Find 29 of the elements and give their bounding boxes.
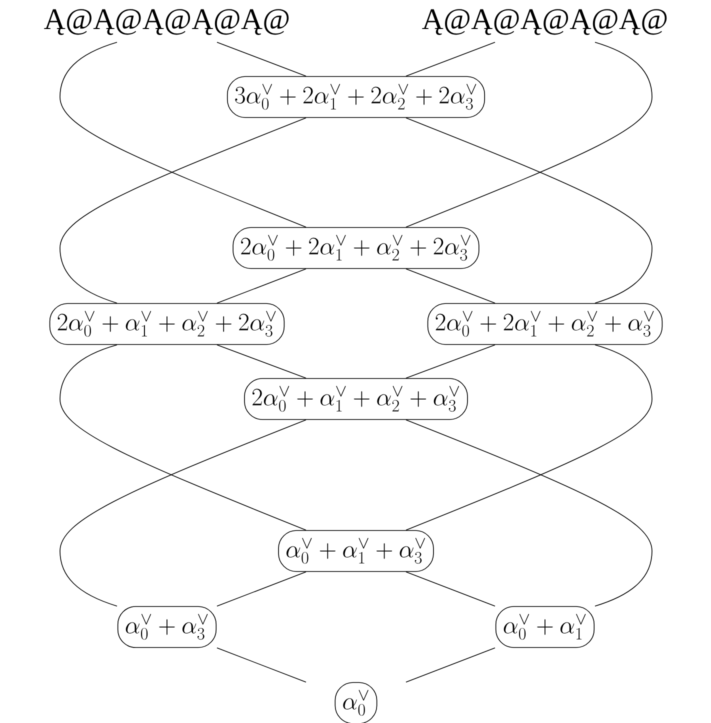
formula-box: $\alpha_0^\vee + \alpha_3^\vee$ — [117, 606, 217, 648]
formula-box: $2\alpha_0^\vee + 2\alpha_1^\vee + \alpha_2^\vee + \alpha_3^\vee$ — [427, 303, 663, 345]
text-label: Ą@Ą@Ą@Ą@Ą@ — [422, 9, 667, 35]
connector-line — [60, 42, 306, 228]
connector-line — [406, 344, 496, 378]
formula-box: $2\alpha_0^\vee + 2\alpha_1^\vee + \alpha_2^\vee + 2\alpha_3^\vee$ — [232, 227, 480, 269]
connector-line — [216, 572, 306, 606]
formula-box: $2\alpha_0^\vee + \alpha_1^\vee + \alpha_2^\vee + \alpha_3^\vee$ — [244, 378, 468, 420]
connector-line — [406, 118, 652, 304]
connector-line — [216, 648, 306, 682]
connector-line — [216, 42, 306, 76]
connector-line — [60, 344, 306, 530]
formula-box: $\alpha_0^\vee + \alpha_1^\vee$ — [495, 606, 595, 648]
connector-line — [406, 572, 496, 606]
connector-line — [406, 344, 652, 530]
connector-line — [60, 118, 306, 304]
connector-line — [406, 420, 652, 606]
connector-line — [406, 42, 496, 76]
connector-line — [406, 42, 652, 228]
connector-line — [216, 268, 306, 304]
text-label: Ą@Ą@Ą@Ą@Ą@ — [44, 9, 289, 35]
formula-box: $\alpha_0^\vee + \alpha_1^\vee + \alpha_3^\vee$ — [278, 530, 434, 572]
formula-box: $\alpha_0^\vee$ — [334, 682, 378, 723]
connector-line — [60, 420, 306, 606]
formula-box: $2\alpha_0^\vee + \alpha_1^\vee + \alpha_2^\vee + 2\alpha_3^\vee$ — [49, 303, 285, 345]
formula-box: $3\alpha_0^\vee + 2\alpha_1^\vee + 2\alpha_2^\vee + 2\alpha_3^\vee$ — [226, 76, 486, 118]
connector-line — [406, 268, 496, 304]
connector-line — [216, 344, 306, 378]
connector-line — [406, 648, 496, 682]
